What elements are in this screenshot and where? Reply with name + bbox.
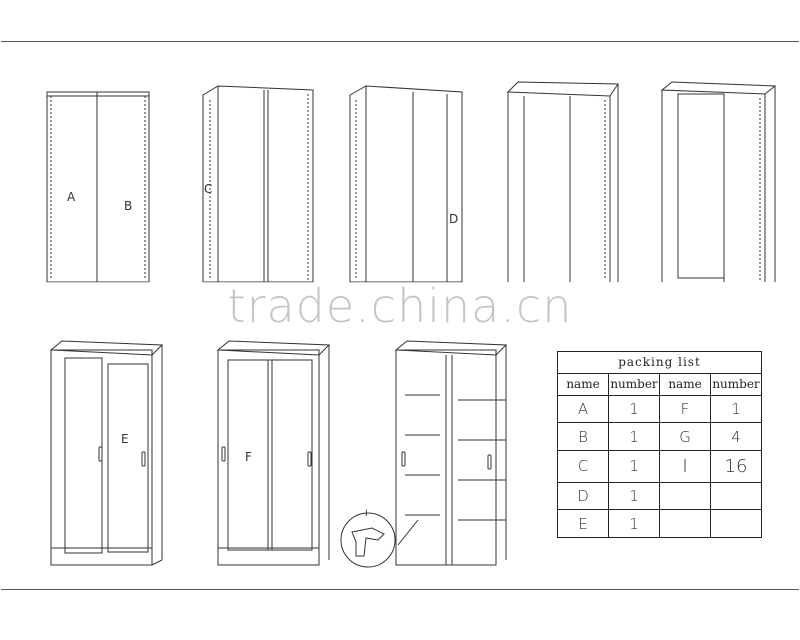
- table-cell: A: [557, 394, 609, 424]
- table-cell: 4: [710, 422, 762, 451]
- packing-list-title: packing list: [557, 351, 762, 374]
- header-cell: name: [557, 372, 609, 396]
- table-cell: G: [659, 422, 711, 451]
- table-header-row: name number name number: [557, 372, 762, 396]
- label-part-c: C: [204, 182, 213, 196]
- table-cell: [659, 509, 711, 538]
- label-part-d: D: [449, 212, 459, 226]
- watermark: trade.china.cn: [227, 279, 573, 333]
- step-3-panel-d: [349, 85, 463, 283]
- packing-list-table: packing list name number name number A 1…: [557, 351, 762, 538]
- table-row: B 1 G 4: [557, 422, 762, 451]
- header-cell: name: [659, 372, 711, 396]
- table-row: A 1 F 1: [557, 394, 762, 424]
- watermark-band: [0, 282, 800, 314]
- table-row: E 1: [557, 509, 762, 538]
- table-cell: 1: [608, 449, 660, 483]
- table-cell: C: [557, 449, 609, 483]
- step-1-side-panels: [46, 91, 150, 283]
- table-cell: F: [659, 394, 711, 424]
- label-part-a: A: [67, 190, 76, 204]
- label-part-e: E: [121, 432, 129, 446]
- table-cell: [710, 509, 762, 538]
- table-row: D 1: [557, 481, 762, 511]
- table-cell: I: [659, 449, 711, 483]
- step-4-top-panel: [506, 81, 619, 282]
- step-6-door-e: [49, 340, 164, 566]
- table-cell: 1: [608, 509, 660, 538]
- panel-a: [46, 91, 98, 283]
- table-cell: [659, 481, 711, 511]
- diagram-frame: [1, 41, 799, 590]
- table-cell: 1: [608, 422, 660, 451]
- table-cell: 1: [608, 481, 660, 511]
- step-8-shelves: [394, 340, 508, 566]
- clip-i-detail: [340, 512, 396, 568]
- header-cell: number: [710, 372, 762, 396]
- label-part-i: I: [365, 509, 368, 519]
- panel-b: [96, 91, 150, 283]
- table-cell: 1: [710, 394, 762, 424]
- table-cell: D: [557, 481, 609, 511]
- label-part-f: F: [245, 450, 252, 464]
- header-cell: number: [608, 372, 660, 396]
- table-cell: 1: [608, 394, 660, 424]
- table-cell: 16: [710, 449, 762, 483]
- step-5-cap: [660, 81, 777, 282]
- table-cell: [710, 481, 762, 511]
- table-row: C 1 I 16: [557, 449, 762, 483]
- table-cell: E: [557, 509, 609, 538]
- step-2-back-panel: [202, 85, 314, 283]
- table-cell: B: [557, 422, 609, 451]
- label-part-b: B: [124, 199, 133, 213]
- step-7-door-f: [216, 340, 331, 566]
